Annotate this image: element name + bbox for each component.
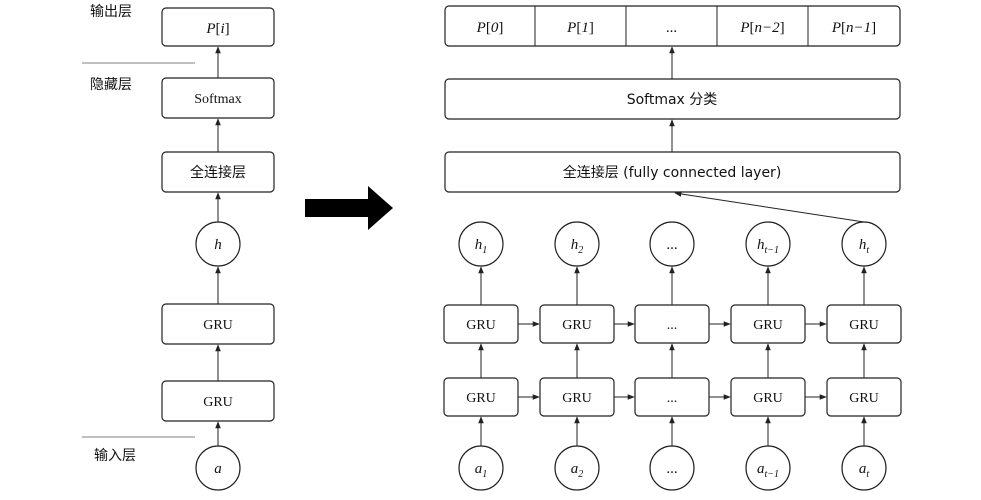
right-output-cell-0: P[0] <box>476 20 504 36</box>
right-input-node-3: at−1 <box>745 445 791 491</box>
left-gru-top: GRU <box>161 303 275 345</box>
right-input-node-4: at <box>841 445 887 491</box>
right-output-cell-1: P[1] <box>566 20 594 36</box>
left-network: 输出层 隐藏层 输入层 P[i] Softmax 全连接层 h GRU <box>82 4 275 491</box>
right-network: P[0] P[1]... P[n−2] P[n−1] Softmax 分类 全连接层 … <box>443 5 902 491</box>
right-hidden-node-label-2: ... <box>666 237 677 253</box>
right-hidden-node-0: h1 <box>458 221 504 267</box>
right-arrow-last-hidden-fc <box>674 191 865 223</box>
right-output-cell-3: P[n−2] <box>739 20 784 36</box>
right-hidden-node-label-1: h2 <box>571 237 584 256</box>
left-gru-top-label: GRU <box>203 318 233 333</box>
right-gru-bottom-1: GRU <box>539 377 615 417</box>
right-gru-top-label-3: GRU <box>753 318 783 333</box>
right-hidden-node-1: h2 <box>554 221 600 267</box>
right-gru-top-4: GRU <box>826 304 902 344</box>
right-input-node-label-2: ... <box>666 461 677 477</box>
right-softmax-box: Softmax 分类 <box>444 78 901 120</box>
right-hidden-node-3: ht−1 <box>745 221 791 267</box>
right-hidden-node-2: ... <box>649 221 695 267</box>
left-softmax-box: Softmax <box>161 77 275 119</box>
right-input-node-label-1: a2 <box>571 461 584 480</box>
left-output-box: P[i] <box>161 7 275 47</box>
right-gru-top-label-4: GRU <box>849 318 879 333</box>
left-softmax-label: Softmax <box>194 92 241 107</box>
right-gru-bottom-label-2: ... <box>667 391 678 406</box>
right-gru-bottom-3: GRU <box>730 377 806 417</box>
right-gru-bottom-2: ... <box>634 377 710 417</box>
right-hidden-node-label-4: ht <box>859 237 870 256</box>
right-gru-bottom-label-4: GRU <box>849 391 879 406</box>
right-fc-label: 全连接层 (fully connected layer) <box>563 164 782 181</box>
left-hidden-label: h <box>214 237 222 253</box>
right-input-node-label-0: a1 <box>475 461 488 480</box>
left-input-label: a <box>214 461 222 477</box>
right-input-node-0: a1 <box>458 445 504 491</box>
right-output-row: P[0] P[1]... P[n−2] P[n−1] <box>444 5 901 47</box>
right-gru-bottom-label-3: GRU <box>753 391 783 406</box>
right-gru-top-label-0: GRU <box>466 318 496 333</box>
left-fc-box: 全连接层 <box>161 151 275 193</box>
svg-text:P[i]: P[i] <box>205 21 229 37</box>
right-softmax-label: Softmax 分类 <box>627 92 718 108</box>
right-gru-top-2: ... <box>634 304 710 344</box>
right-output-cell-2: ... <box>666 20 677 36</box>
output-layer-label: 输出层 <box>90 4 132 20</box>
transition-arrow-icon <box>305 186 393 230</box>
right-hidden-node-4: ht <box>841 221 887 267</box>
right-hidden-node-label-0: h1 <box>475 237 488 256</box>
right-gru-top-0: GRU <box>443 304 519 344</box>
right-gru-bottom-4: GRU <box>826 377 902 417</box>
right-gru-bottom-label-0: GRU <box>466 391 496 406</box>
input-layer-label: 输入层 <box>94 448 136 464</box>
right-hidden-node-label-3: ht−1 <box>757 237 779 256</box>
right-gru-bottom-label-1: GRU <box>562 391 592 406</box>
left-input-node: a <box>195 445 241 491</box>
left-hidden-node: h <box>195 221 241 267</box>
right-gru-bottom-0: GRU <box>443 377 519 417</box>
right-input-node-2: ... <box>649 445 695 491</box>
left-output-index: i <box>221 21 225 37</box>
right-fc-box: 全连接层 (fully connected layer) <box>444 151 901 193</box>
left-output-base: P <box>205 21 215 37</box>
right-gru-top-3: GRU <box>730 304 806 344</box>
hidden-layer-label: 隐藏层 <box>90 77 132 93</box>
left-fc-label: 全连接层 <box>190 164 246 181</box>
right-input-node-label-4: at <box>859 461 870 480</box>
right-gru-top-label-1: GRU <box>562 318 592 333</box>
left-gru-bottom: GRU <box>161 380 275 422</box>
right-input-node-label-3: at−1 <box>757 461 779 480</box>
right-gru-top-label-2: ... <box>667 318 678 333</box>
right-output-cell-4: P[n−1] <box>831 20 876 36</box>
left-gru-bottom-label: GRU <box>203 395 233 410</box>
right-input-node-1: a2 <box>554 445 600 491</box>
right-gru-top-1: GRU <box>539 304 615 344</box>
